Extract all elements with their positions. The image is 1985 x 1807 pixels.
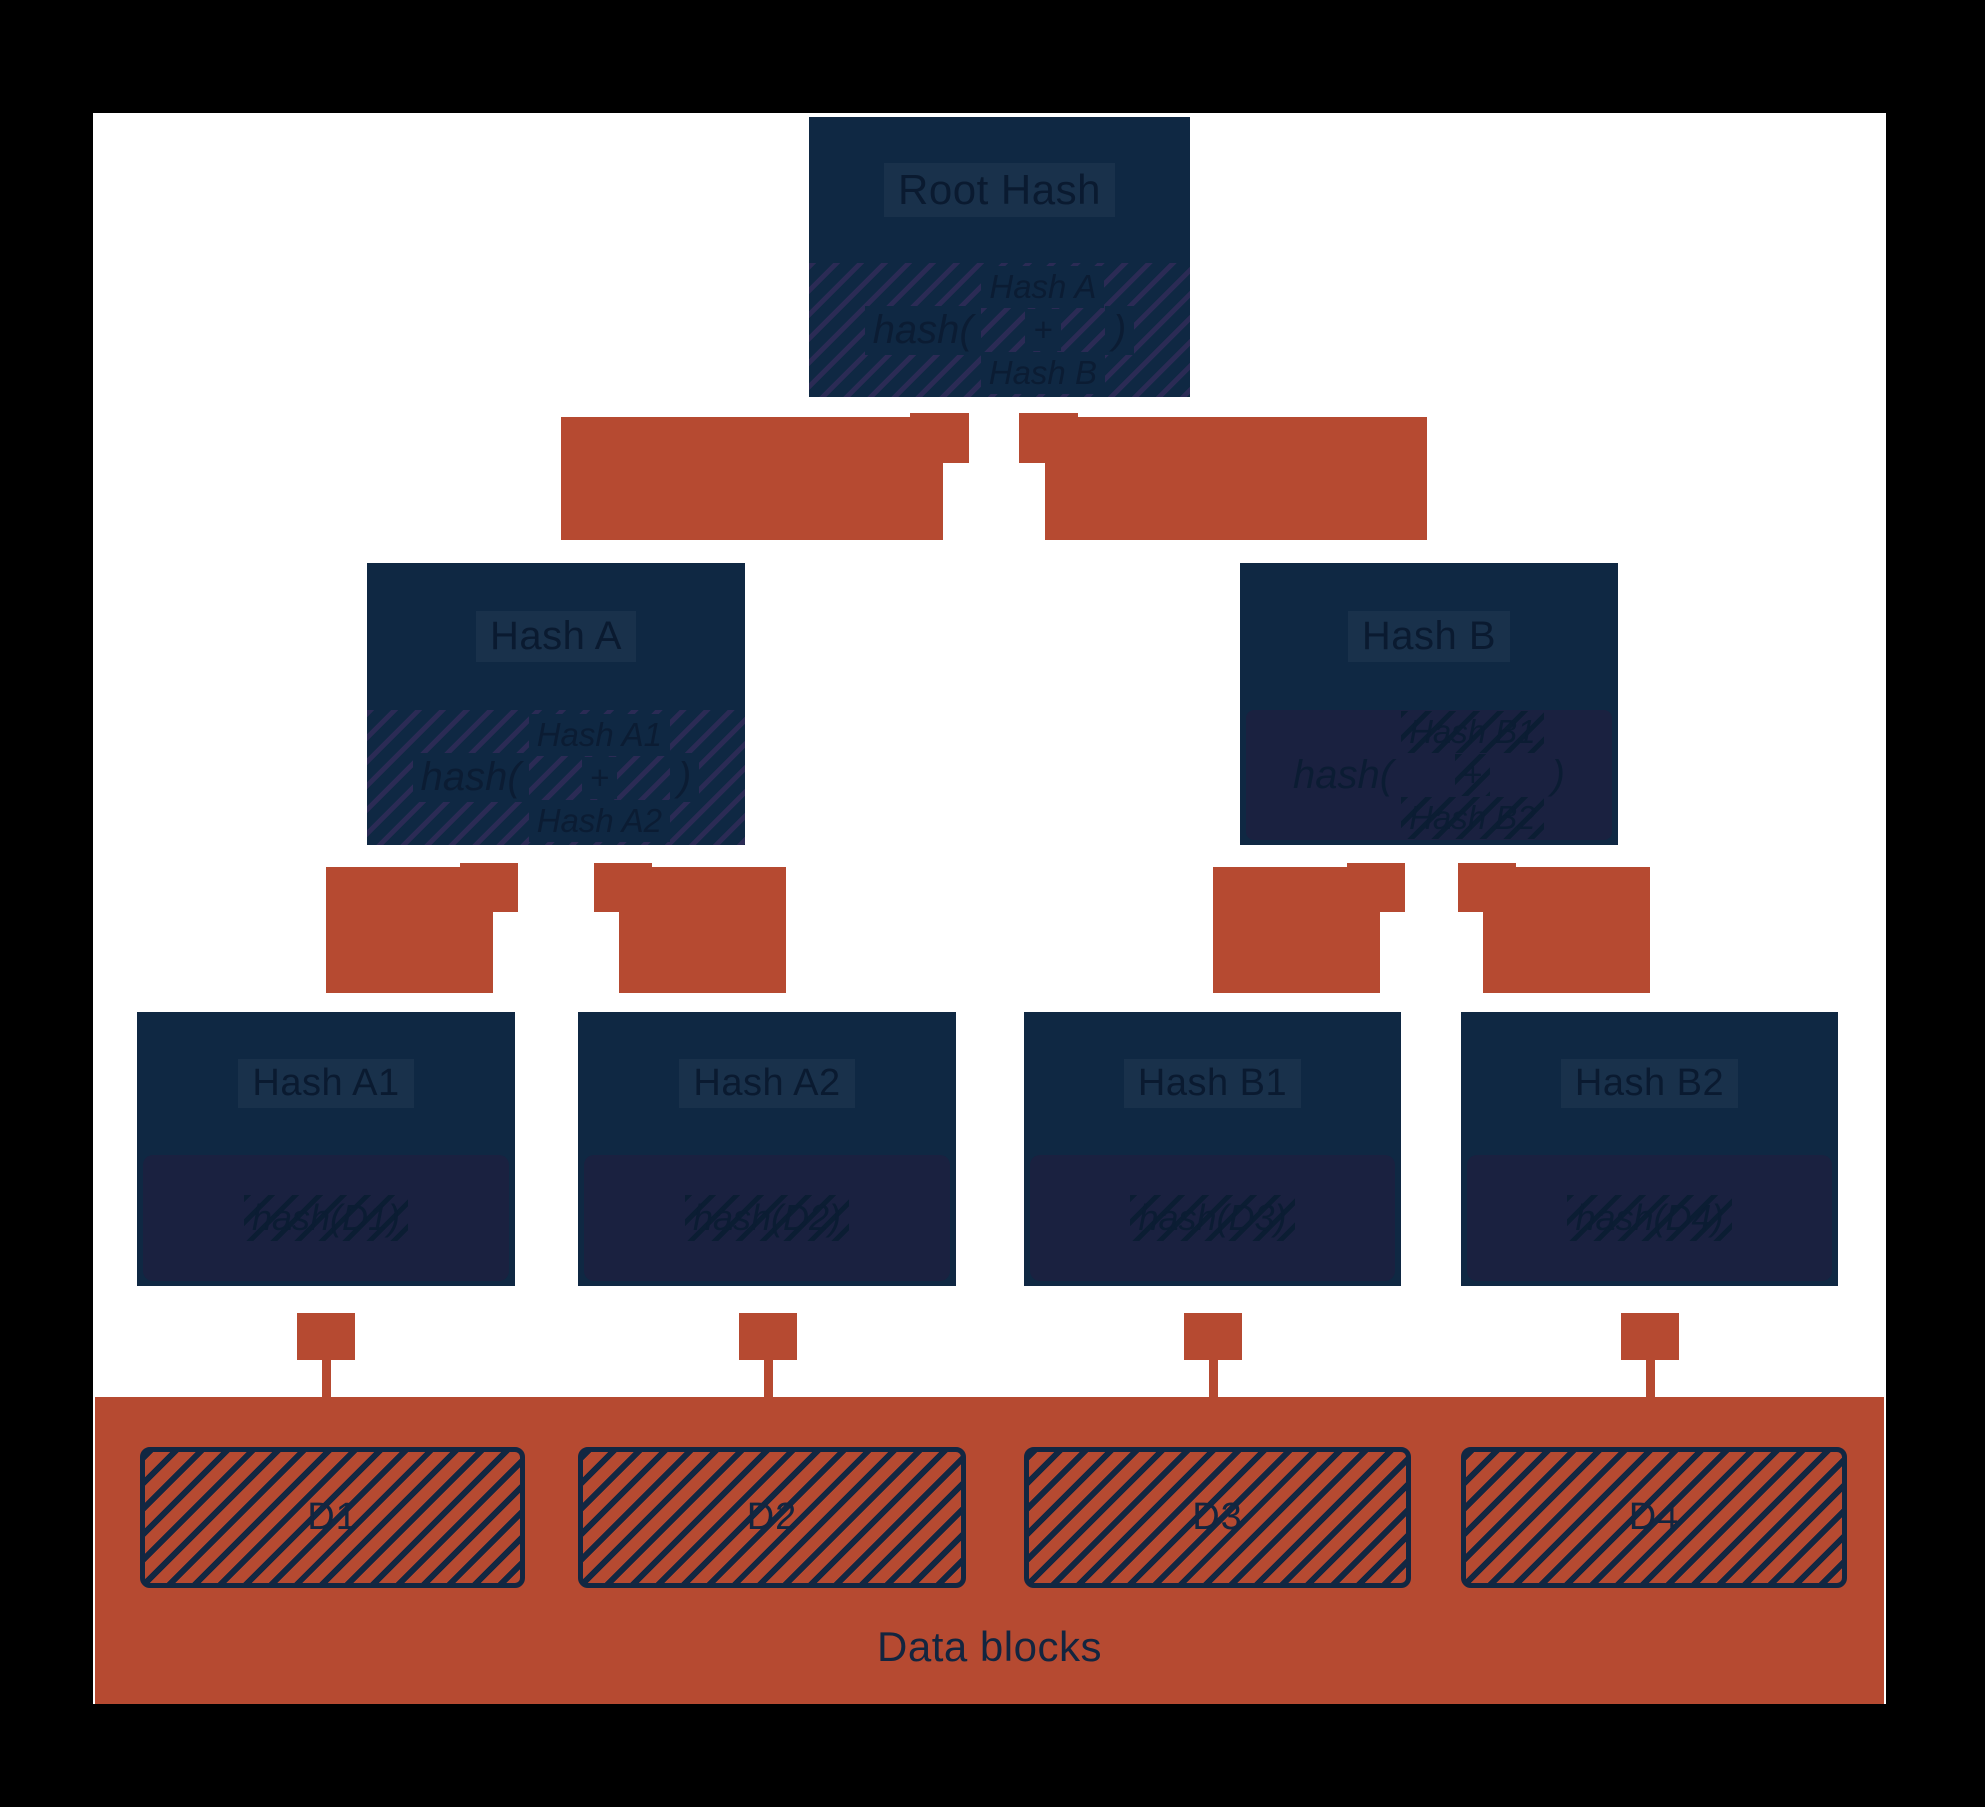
hash-a-formula-fn: hash( xyxy=(412,753,529,802)
node-root-hash: Root Hash hash( Hash A + Hash B ) xyxy=(809,117,1190,397)
root-formula-close: ) xyxy=(1104,305,1135,355)
hash-b2-formula: hash(D4) xyxy=(1567,1195,1732,1241)
hash-b-title-text: Hash B xyxy=(1347,611,1511,662)
hash-a2-title: Hash A2 xyxy=(578,1012,956,1155)
hash-a-formula: hash( Hash A1 + Hash A2 ) xyxy=(412,713,700,842)
hash-b-band: hash( Hash B1 + Hash B2 ) xyxy=(1246,710,1612,840)
node-hash-b1: Hash B1 hash(D3) xyxy=(1024,1012,1401,1286)
connector-root-to-hash-b-bar xyxy=(1045,417,1427,540)
hash-a-formula-operand-top: Hash A1 xyxy=(528,713,671,756)
hash-b1-band: hash(D3) xyxy=(1030,1155,1395,1281)
node-hash-a1: Hash A1 hash(D1) xyxy=(137,1012,515,1286)
hash-a-title-text: Hash A xyxy=(476,611,636,662)
data-block-d4-label: D4 xyxy=(1628,1496,1680,1538)
hash-b-formula-operand-bottom: Hash B2 xyxy=(1401,797,1544,839)
data-block-d3-label: D3 xyxy=(1192,1496,1243,1538)
root-formula-operand-bottom: Hash B xyxy=(980,352,1105,394)
hash-b-formula-close: ) xyxy=(1551,752,1565,797)
hash-a1-band: hash(D1) xyxy=(143,1155,509,1281)
stub-hash-a1-to-data xyxy=(297,1313,355,1360)
hash-b-formula-operator: + xyxy=(1454,754,1490,796)
root-formula-operand-top: Hash A xyxy=(981,266,1105,308)
hash-b-title: Hash B xyxy=(1240,563,1618,710)
hash-b-formula: hash( Hash B1 + Hash B2 ) xyxy=(1285,711,1573,839)
connector-root-to-hash-a-bar xyxy=(561,417,943,540)
connector-hash-a-to-a2-stub xyxy=(594,863,652,912)
connector-hash-b-to-b1-stub xyxy=(1347,863,1405,912)
root-hash-band: hash( Hash A + Hash B ) xyxy=(809,263,1190,397)
hash-b-formula-stack: Hash B1 + Hash B2 xyxy=(1401,711,1544,839)
root-hash-formula: hash( Hash A + Hash B ) xyxy=(864,266,1135,394)
node-hash-a2: Hash A2 hash(D2) xyxy=(578,1012,956,1286)
root-formula-stack: Hash A + Hash B xyxy=(980,266,1105,394)
hash-b2-title: Hash B2 xyxy=(1461,1012,1838,1155)
hash-a2-formula: hash(D2) xyxy=(684,1195,850,1241)
connector-hash-b-to-b2-stub xyxy=(1458,863,1516,912)
root-hash-title: Root Hash xyxy=(809,117,1190,263)
stub-hash-b1-to-data xyxy=(1184,1313,1242,1360)
hash-a1-formula: hash(D1) xyxy=(243,1195,409,1241)
stub-hash-a2-to-data xyxy=(739,1313,797,1360)
hash-a-title: Hash A xyxy=(367,563,745,710)
hash-b2-title-text: Hash B2 xyxy=(1560,1059,1739,1108)
hash-a-formula-operator: + xyxy=(581,756,617,799)
data-block-d1-label: D1 xyxy=(307,1496,358,1538)
data-blocks-caption: Data blocks xyxy=(877,1623,1102,1670)
hash-b1-title: Hash B1 xyxy=(1024,1012,1401,1155)
stub-hash-b2-to-data xyxy=(1621,1313,1679,1360)
hash-a2-band: hash(D2) xyxy=(584,1155,950,1281)
stub-line-hash-a1-to-data xyxy=(322,1360,331,1397)
data-blocks-banner: D1 D2 D3 D4 Data blocks xyxy=(95,1397,1884,1704)
data-block-d3: D3 xyxy=(1024,1447,1411,1588)
hash-a-formula-close: ) xyxy=(670,753,700,802)
data-block-d4: D4 xyxy=(1461,1447,1847,1588)
hash-b2-band: hash(D4) xyxy=(1467,1155,1832,1281)
connector-hash-a-to-a1-stub xyxy=(460,863,518,912)
connector-root-to-hash-b-stub xyxy=(1019,413,1078,463)
node-hash-b: Hash B hash( Hash B1 + Hash B2 ) xyxy=(1240,563,1618,845)
root-formula-fn: hash( xyxy=(864,305,981,355)
hash-a-formula-operand-bottom: Hash A2 xyxy=(528,799,671,842)
hash-b1-title-text: Hash B1 xyxy=(1123,1059,1302,1108)
hash-a-formula-stack: Hash A1 + Hash A2 xyxy=(528,713,671,842)
root-formula-operator: + xyxy=(1025,309,1061,351)
data-block-d2-label: D2 xyxy=(746,1496,798,1538)
root-hash-title-text: Root Hash xyxy=(884,163,1115,217)
hash-b-formula-fn: hash( xyxy=(1293,752,1394,797)
hash-a1-title: Hash A1 xyxy=(137,1012,515,1155)
connector-root-to-hash-a-stub xyxy=(910,413,969,463)
stub-line-hash-b2-to-data xyxy=(1646,1360,1655,1397)
node-hash-a: Hash A hash( Hash A1 + Hash A2 ) xyxy=(367,563,745,845)
hash-a-band: hash( Hash A1 + Hash A2 ) xyxy=(367,710,745,845)
data-block-d2: D2 xyxy=(578,1447,966,1588)
data-block-d1: D1 xyxy=(140,1447,525,1588)
hash-a1-title-text: Hash A1 xyxy=(238,1059,414,1108)
stub-line-hash-a2-to-data xyxy=(764,1360,773,1397)
hash-a2-title-text: Hash A2 xyxy=(679,1059,855,1108)
node-hash-b2: Hash B2 hash(D4) xyxy=(1461,1012,1838,1286)
diagram-canvas: Root Hash hash( Hash A + Hash B ) xyxy=(93,113,1886,1704)
hash-b1-formula: hash(D3) xyxy=(1130,1195,1295,1241)
stub-line-hash-b1-to-data xyxy=(1209,1360,1218,1397)
hash-b-formula-operand-top: Hash B1 xyxy=(1401,711,1544,753)
